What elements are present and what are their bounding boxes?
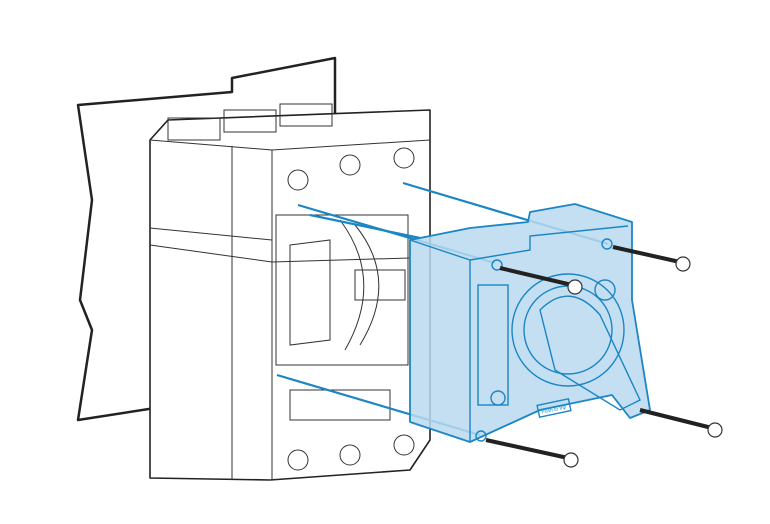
rotary-handle-adapter: Push to trip [409, 203, 651, 443]
push-to-trip-button [536, 397, 572, 419]
screws [485, 245, 723, 468]
push-to-trip-label: Push to trip [541, 404, 567, 415]
circuit-breaker [149, 103, 431, 481]
